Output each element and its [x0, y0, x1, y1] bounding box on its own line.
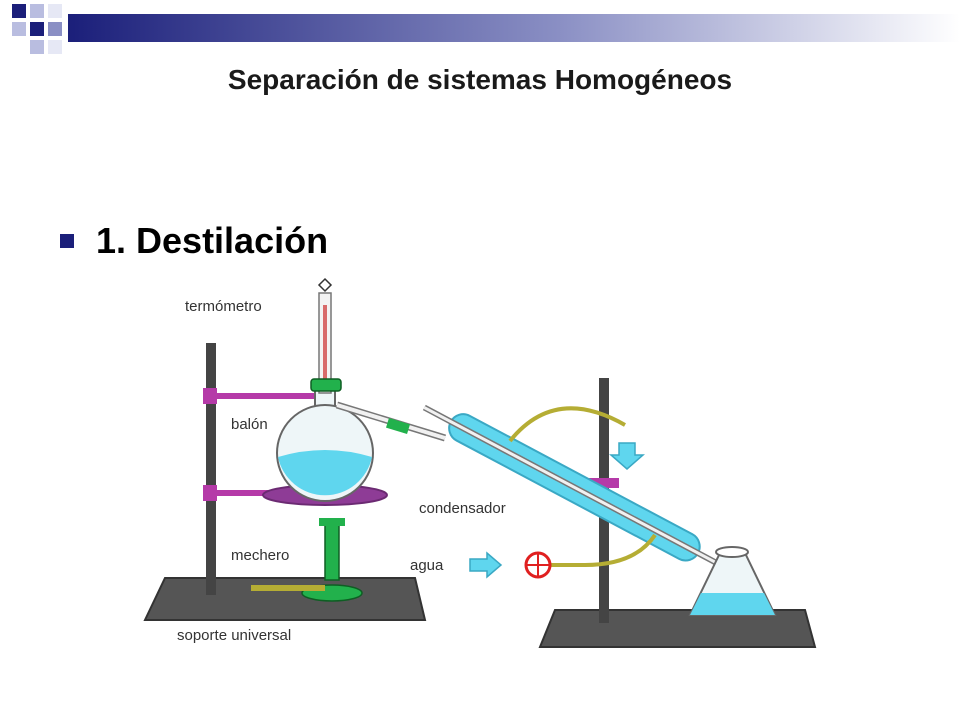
upper-clamp — [203, 388, 217, 404]
lower-clamp — [203, 485, 217, 501]
label-flask: balón — [231, 416, 268, 433]
deco-square — [48, 4, 62, 18]
bullet-text: 1. Destilación — [96, 220, 329, 261]
deco-square — [12, 4, 26, 18]
label-water: agua — [410, 557, 444, 574]
label-burner: mechero — [231, 547, 289, 564]
top-decoration-band — [12, 4, 960, 54]
gradient-band — [68, 14, 960, 42]
deco-square — [30, 4, 44, 18]
left-stand-rod — [206, 343, 216, 595]
water-outlet-tube — [508, 406, 626, 443]
deco-square — [48, 22, 62, 36]
distillation-diagram: termómetro balón mechero soporte univers… — [143, 277, 817, 648]
label-thermometer: termómetro — [185, 298, 262, 315]
adapter-joint — [386, 418, 410, 434]
water-inlet-tube — [525, 533, 657, 567]
receiving-flask-mouth — [715, 546, 749, 558]
water-in-arrow-icon — [469, 551, 503, 579]
burner-tube — [324, 519, 340, 581]
slide-title: Separación de sistemas Homogéneos — [227, 64, 733, 95]
condenser-inner-tube-core — [423, 406, 735, 574]
distillate-liquid — [690, 593, 775, 615]
thermometer-top — [317, 277, 333, 293]
gas-hose — [251, 585, 325, 591]
water-out-arrow-icon — [609, 442, 645, 470]
bullet-item: 1. Destilación — [60, 220, 328, 262]
deco-square — [30, 40, 44, 54]
burner-top — [319, 518, 345, 526]
deco-square — [12, 22, 26, 36]
flask-liquid — [278, 450, 372, 496]
label-stand: soporte universal — [177, 627, 291, 644]
deco-square — [48, 40, 62, 54]
label-condenser: condensador — [419, 500, 506, 517]
deco-square — [30, 22, 44, 36]
thermometer-mercury — [323, 305, 327, 385]
bullet-square-icon — [60, 234, 74, 248]
upper-clamp-arm — [215, 393, 325, 399]
lower-clamp-arm — [215, 490, 275, 496]
stopper — [310, 378, 342, 392]
left-stand-base — [143, 577, 427, 621]
condenser-clamp — [589, 478, 619, 488]
